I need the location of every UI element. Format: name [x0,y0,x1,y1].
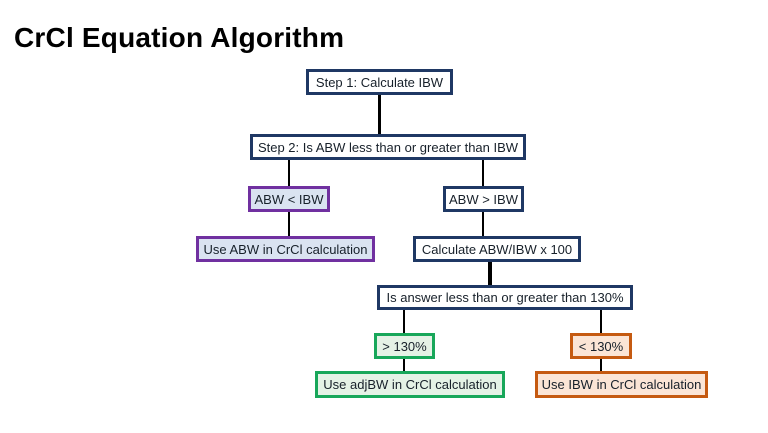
connector-step2-abw-gt [482,160,484,186]
connector-abw-gt-calc [482,212,484,236]
node-greater-than-130: > 130% [374,333,435,359]
connector-abw-lt-use-abw [288,212,290,236]
node-calculate-abw-ibw-100: Calculate ABW/IBW x 100 [413,236,581,262]
connector-is-answer-gt130 [403,310,405,333]
node-is-answer-vs-130: Is answer less than or greater than 130% [377,285,633,310]
connector-step2-abw-lt [288,160,290,186]
node-use-abw-in-crcl: Use ABW in CrCl calculation [196,236,375,262]
node-use-ibw-in-crcl: Use IBW in CrCl calculation [535,371,708,398]
node-less-than-130: < 130% [570,333,632,359]
page-title: CrCl Equation Algorithm [14,22,345,53]
connector-step1-step2 [378,95,381,134]
node-abw-less-than-ibw: ABW < IBW [248,186,330,212]
connector-is-answer-lt130 [600,310,602,333]
node-step2-abw-vs-ibw: Step 2: Is ABW less than or greater than… [250,134,526,160]
node-use-adjbw-in-crcl: Use adjBW in CrCl calculation [315,371,505,398]
node-step1-calculate-ibw: Step 1: Calculate IBW [306,69,453,95]
node-abw-greater-than-ibw: ABW > IBW [443,186,524,212]
connector-lt130-use-ibw [600,359,602,371]
connector-gt130-use-adjbw [403,359,405,371]
connector-calc-is-answer [488,262,492,285]
